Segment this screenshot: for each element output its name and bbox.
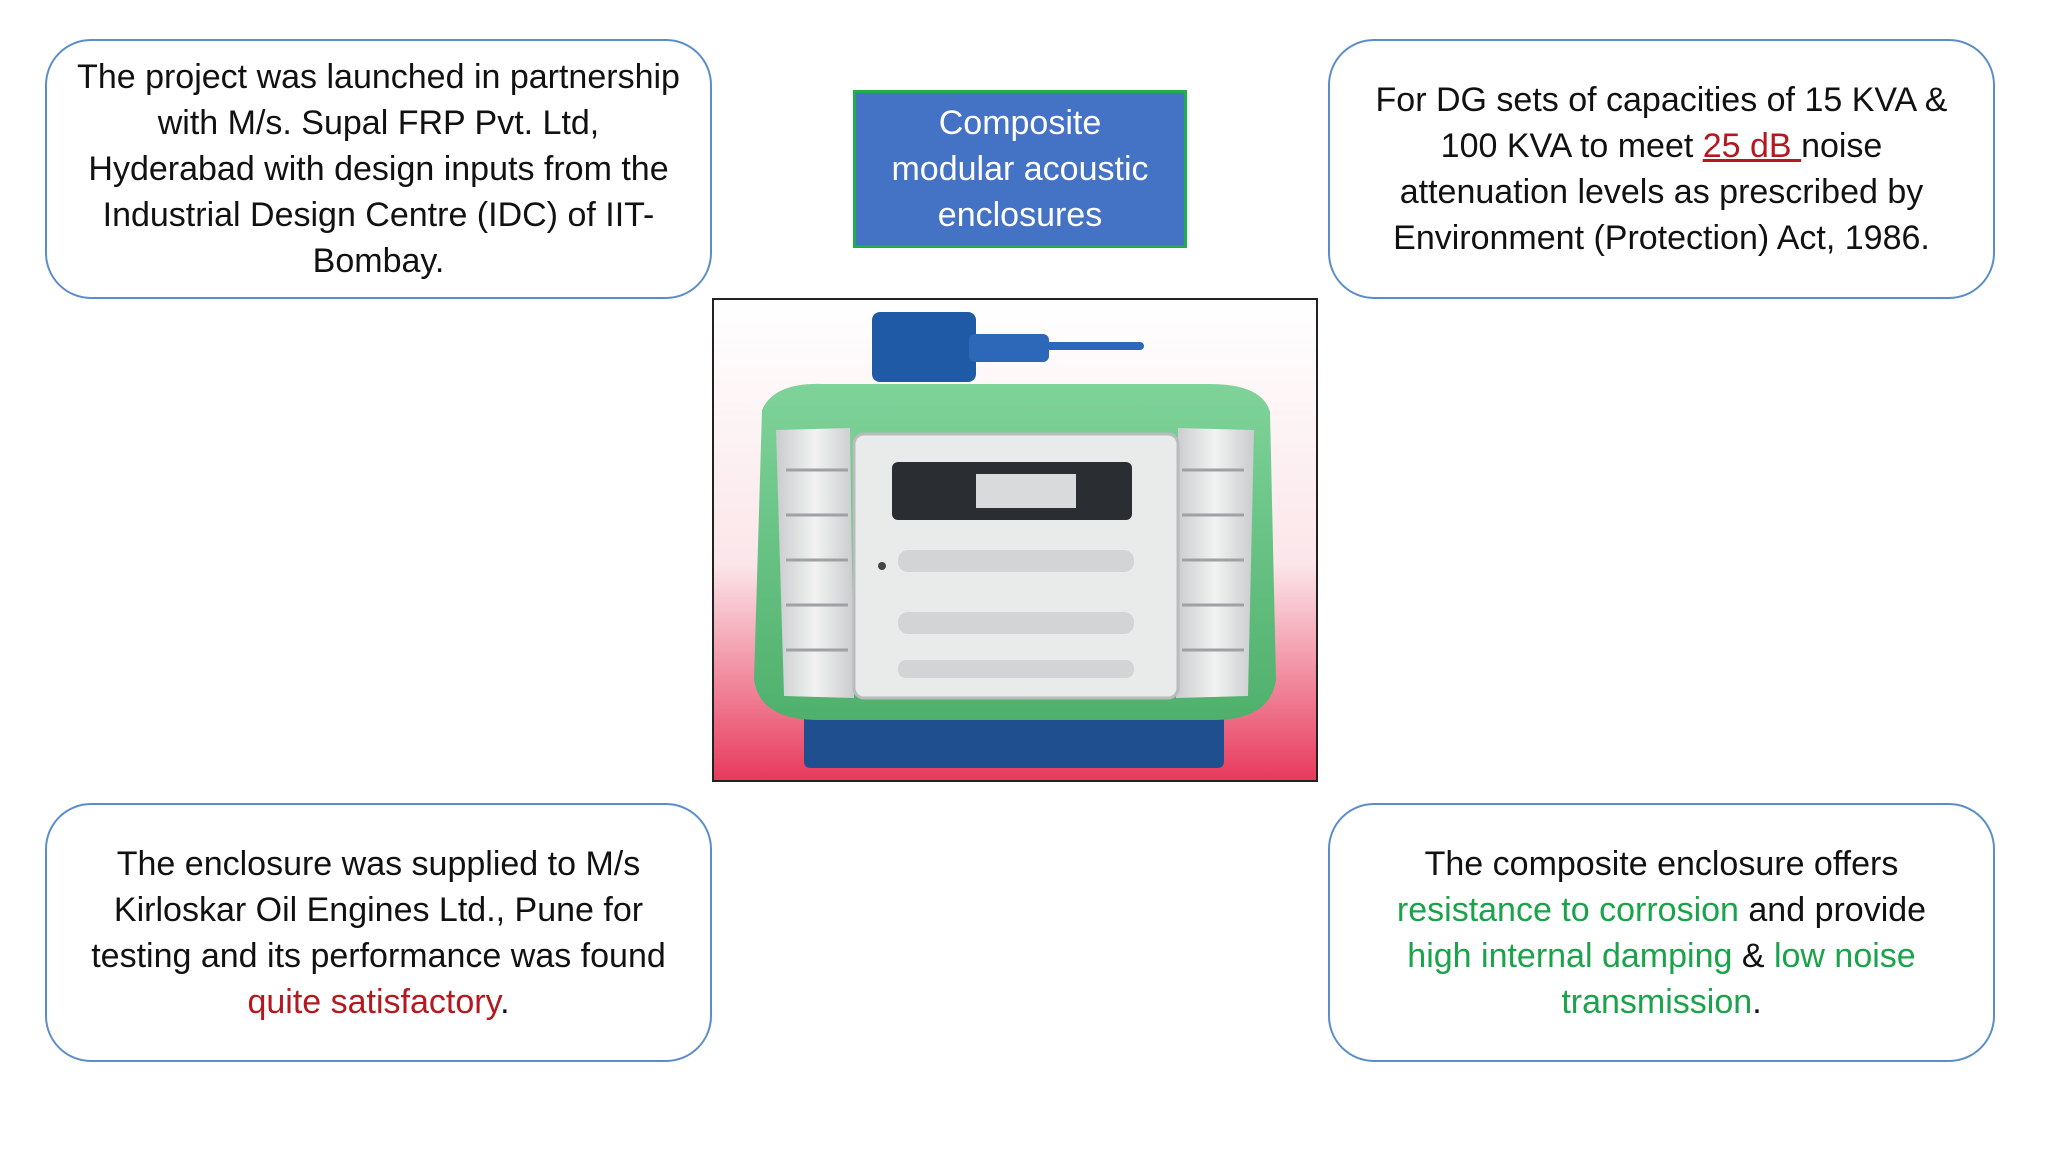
noise-text-part-2: noise attenuation levels as prescribed b… [1393, 127, 1930, 257]
benefits-text-part-3: & [1732, 936, 1774, 975]
enclosure-photo [712, 298, 1318, 782]
performance-highlight: quite satisfactory [247, 982, 501, 1021]
page-title: Composite modular acoustic enclosures [891, 104, 1149, 234]
noise-text-part-1: For DG sets of capacities of 15 KVA & 10… [1375, 81, 1948, 165]
testing-text-part-2: . [500, 982, 510, 1021]
benefits-text-part-4: . [1752, 982, 1762, 1021]
noise-transmission-highlight: low noise transmission [1561, 936, 1916, 1021]
info-card-noise-attenuation: For DG sets of capacities of 15 KVA & 10… [1328, 39, 1995, 299]
corrosion-highlight: resistance to corrosion [1396, 890, 1739, 929]
benefits-text-part-1: The composite enclosure offers [1424, 844, 1899, 883]
benefits-text: The composite enclosure offers resistanc… [1356, 841, 1967, 1025]
noise-level-highlight: 25 dB [1702, 127, 1802, 165]
damping-highlight: high internal damping [1407, 936, 1733, 975]
info-card-testing: The enclosure was supplied to M/s Kirlos… [45, 803, 712, 1062]
noise-attenuation-text: For DG sets of capacities of 15 KVA & 10… [1356, 77, 1967, 261]
title-box: Composite modular acoustic enclosures [853, 90, 1187, 248]
testing-text: The enclosure was supplied to M/s Kirlos… [73, 841, 684, 1025]
project-launch-text: The project was launched in partnership … [77, 58, 680, 280]
benefits-text-part-2: and provide [1738, 890, 1927, 929]
info-card-benefits: The composite enclosure offers resistanc… [1328, 803, 1995, 1062]
testing-text-part-1: The enclosure was supplied to M/s Kirlos… [91, 844, 666, 975]
info-card-project-launch: The project was launched in partnership … [45, 39, 712, 299]
